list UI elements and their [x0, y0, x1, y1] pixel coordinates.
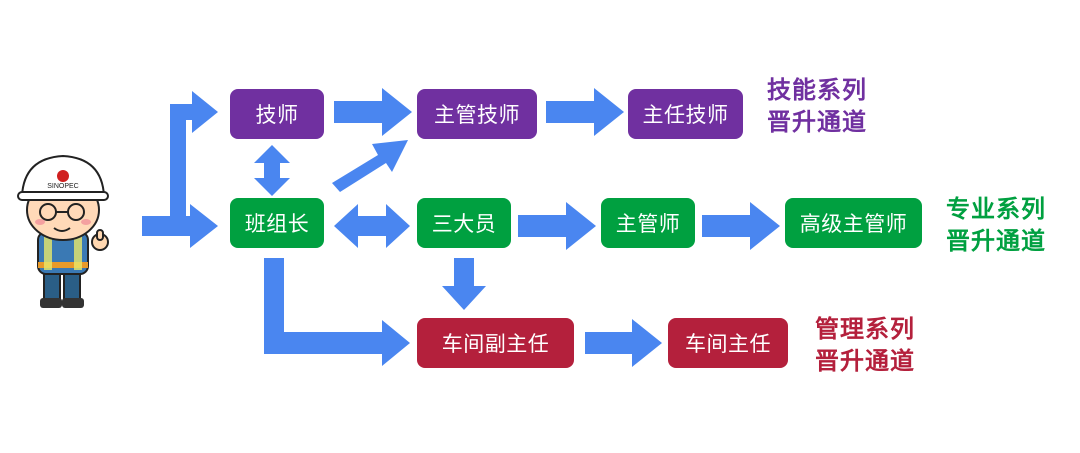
node-technician: 技师	[230, 89, 324, 139]
management-track-label-line2: 晋升通道	[815, 347, 915, 375]
node-senior-supervising-engineer: 高级主管师	[785, 198, 922, 248]
skill-track-label-line2: 晋升通道	[767, 108, 867, 136]
arrow-team-leader-three-staff-double	[334, 204, 410, 248]
node-supervising-technician: 主管技师	[417, 89, 537, 139]
node-supervising-engineer: 主管师	[601, 198, 695, 248]
node-workshop-director: 车间主任	[668, 318, 788, 368]
arrow-supervising-technician-to-chief-technician	[546, 88, 624, 136]
management-track-label: 管理系列 晋升通道	[815, 313, 915, 377]
skill-track-label-line1: 技能系列	[767, 76, 867, 104]
arrow-deputy-director-to-director	[585, 319, 662, 367]
professional-track-label: 专业系列 晋升通道	[946, 193, 1046, 257]
skill-track-label: 技能系列 晋升通道	[767, 74, 867, 138]
arrow-supervising-engineer-to-senior	[702, 202, 780, 250]
node-team-leader: 班组长	[230, 198, 324, 248]
professional-track-label-line1: 专业系列	[946, 195, 1046, 223]
management-track-label-line1: 管理系列	[815, 315, 915, 343]
professional-track-label-line2: 晋升通道	[946, 227, 1046, 255]
arrow-three-staff-to-deputy-director	[442, 258, 486, 310]
arrow-technician-to-supervising-technician	[334, 88, 412, 136]
arrow-technician-team-leader-double	[254, 145, 290, 196]
node-three-staff: 三大员	[417, 198, 511, 248]
arrow-three-staff-to-supervising-engineer	[518, 202, 596, 250]
node-chief-technician: 主任技师	[628, 89, 743, 139]
worker-mascot-icon: SINOPEC	[17, 154, 109, 308]
arrow-team-leader-to-supervising-technician	[332, 140, 408, 192]
node-deputy-workshop-director: 车间副主任	[417, 318, 574, 368]
helmet-logo-text: SINOPEC	[47, 183, 79, 190]
arrow-entry-to-technician	[170, 91, 218, 236]
arrow-team-leader-to-deputy-director	[264, 258, 410, 366]
